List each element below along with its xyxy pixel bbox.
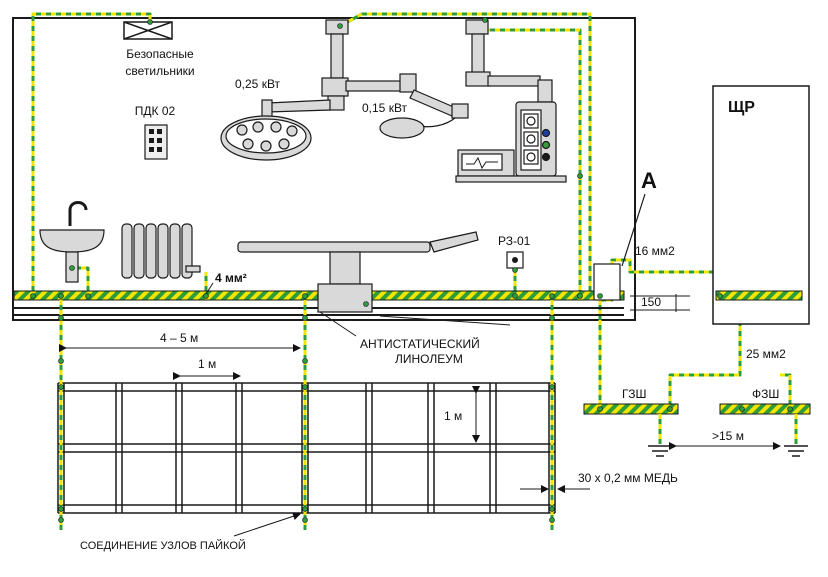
copper-grid-verticals bbox=[57, 383, 556, 513]
room-outline bbox=[12, 17, 636, 321]
linoleum-label-2: ЛИНОЛЕУМ bbox=[395, 352, 463, 366]
monitor-icon bbox=[466, 156, 498, 170]
solder-label: СОЕДИНЕНИЕ УЗЛОВ ПАЙКОЙ bbox=[80, 539, 246, 552]
warning-cross-lamp-icon bbox=[123, 21, 173, 40]
ground-symbol-icon-2 bbox=[784, 445, 808, 457]
ground-symbol-icon bbox=[648, 445, 672, 457]
panel-ground-bus bbox=[715, 290, 803, 301]
solder-arrow bbox=[233, 512, 301, 537]
operating-table-icon bbox=[237, 231, 479, 313]
dim-1-v-label: 1 м bbox=[444, 409, 462, 423]
rz-socket-icon bbox=[506, 251, 524, 269]
shr-label: ЩР bbox=[728, 99, 755, 116]
point-a-label: А bbox=[641, 168, 657, 193]
radiator-icon bbox=[121, 223, 201, 279]
gzsh-label: ГЗШ bbox=[622, 387, 646, 401]
cable-16-label: 16 мм2 bbox=[635, 244, 675, 258]
grid-connection-wires bbox=[59, 300, 554, 530]
safe-lamps-label-1: Безопасные bbox=[126, 47, 194, 61]
surgical-lamp-icon bbox=[220, 19, 469, 161]
solder-nodes bbox=[30, 17, 793, 523]
cable-4-label: 4 мм² bbox=[215, 271, 247, 285]
dim-4-5-label: 4 – 5 м bbox=[160, 331, 198, 345]
copper-label: 30 x 0,2 мм МЕДЬ bbox=[578, 471, 678, 485]
linoleum-label-1: АНТИСТАТИЧЕСКИЙ bbox=[360, 336, 480, 351]
fzsh-label: ФЗШ bbox=[752, 387, 779, 401]
socket-panel-icon bbox=[144, 124, 168, 160]
gzsh-bus bbox=[583, 403, 679, 415]
lamp-power-2: 0,15 кВт bbox=[362, 101, 408, 115]
distance-15-label: >15 м bbox=[712, 429, 744, 443]
pdk-label: ПДК 02 bbox=[135, 104, 176, 118]
safe-lamps-label-2: светильники bbox=[125, 64, 194, 78]
rz-label: РЗ-01 bbox=[498, 234, 531, 248]
dim-150-label: 150 bbox=[641, 295, 661, 309]
ground-wires-lower bbox=[658, 414, 798, 444]
distribution-panel bbox=[712, 85, 810, 325]
fzsh-bus bbox=[719, 403, 811, 415]
medical-console-icon bbox=[455, 19, 567, 183]
cable-25-label: 25 мм2 bbox=[746, 347, 786, 361]
dim-1-h-label: 1 м bbox=[198, 357, 216, 371]
lamp-power-1: 0,25 кВт bbox=[235, 77, 281, 91]
